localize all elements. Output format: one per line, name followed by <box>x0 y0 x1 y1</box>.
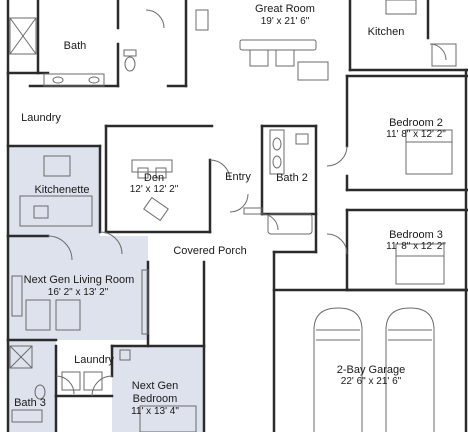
toilet-icon <box>34 384 46 400</box>
coffee-table-icon <box>297 61 329 81</box>
armchair-icon <box>25 299 51 331</box>
refrigerator-icon <box>43 155 71 177</box>
great-room-dimensions: 19' x 21' 6" <box>260 16 310 27</box>
next-gen-bedroom-dimensions: 11' x 13' 4" <box>131 406 179 417</box>
chair-icon <box>137 167 149 179</box>
next-gen-suite-shading <box>8 146 204 432</box>
cabinet-icon <box>195 9 209 31</box>
sink-icon <box>52 76 64 84</box>
desk-icon <box>131 159 173 173</box>
car-icon <box>313 307 363 432</box>
fixtures <box>9 0 457 432</box>
bedroom-2-dimensions: 11' 8" x 12' 2" <box>386 129 446 140</box>
washer-icon <box>61 371 81 391</box>
bath-name: Bath <box>63 40 87 52</box>
next-gen-bedroom-name-line-1: Next Gen <box>131 380 179 392</box>
nightstand-icon <box>119 349 131 361</box>
sink-icon <box>11 409 43 423</box>
bedroom-2-name: Bedroom 2 <box>389 117 443 129</box>
den-name: Den <box>143 172 165 184</box>
tv-console-icon <box>141 269 149 335</box>
dryer-icon <box>83 371 103 391</box>
bed-icon <box>139 405 197 432</box>
garage-name: 2-Bay Garage <box>336 364 406 376</box>
appliance-icon <box>431 43 457 67</box>
kitchen-name: Kitchen <box>367 26 405 38</box>
laundry-bottom-name: Laundry <box>74 354 114 366</box>
toilet-icon <box>295 133 309 145</box>
covered-porch-name: Covered Porch <box>173 245 247 257</box>
bed-icon <box>395 243 445 285</box>
toilet-icon <box>124 56 136 72</box>
bed-icon <box>405 129 453 175</box>
sofa-icon <box>239 39 317 51</box>
car-icon <box>385 307 435 432</box>
entry-name: Entry <box>225 171 251 183</box>
bath-3-name: Bath 3 <box>14 397 46 409</box>
kitchenette-name: Kitchenette <box>34 184 90 196</box>
entry-step-icon <box>243 207 263 215</box>
toilet-tank-icon <box>123 49 137 57</box>
armchair-icon <box>143 196 169 222</box>
armchair-icon <box>249 49 269 67</box>
next-gen-bedroom-name-line-2: Bedroom <box>132 393 178 405</box>
next-gen-living-room-name: Next Gen Living Room <box>23 274 135 286</box>
walls <box>6 0 468 432</box>
den-dimensions: 12' x 12' 2" <box>129 184 179 195</box>
armchair-icon <box>275 49 295 67</box>
bathtub-icon <box>267 213 313 235</box>
sink-icon <box>88 76 100 84</box>
bedroom-3-name: Bedroom 3 <box>389 229 443 241</box>
door-swings <box>47 9 447 397</box>
kitchenette-counter-icon <box>19 195 93 227</box>
laundry-name: Laundry <box>21 112 61 124</box>
sink-icon <box>385 0 417 15</box>
armchair-icon <box>55 299 81 331</box>
bath-2-name: Bath 2 <box>276 172 308 184</box>
sofa-icon <box>11 275 23 317</box>
sink-icon <box>33 205 49 219</box>
shower-icon <box>9 345 33 369</box>
next-gen-living-room-dimensions: 16' 2" x 13' 2" <box>47 287 109 298</box>
vanity-icon <box>269 129 285 175</box>
garage-dimensions: 22' 6" x 21' 6" <box>340 376 402 387</box>
chair-icon <box>155 167 167 179</box>
shower-icon <box>9 17 37 55</box>
bedroom-3-dimensions: 11' 8" x 12' 2" <box>386 241 446 252</box>
great-room-name: Great Room <box>255 3 315 15</box>
